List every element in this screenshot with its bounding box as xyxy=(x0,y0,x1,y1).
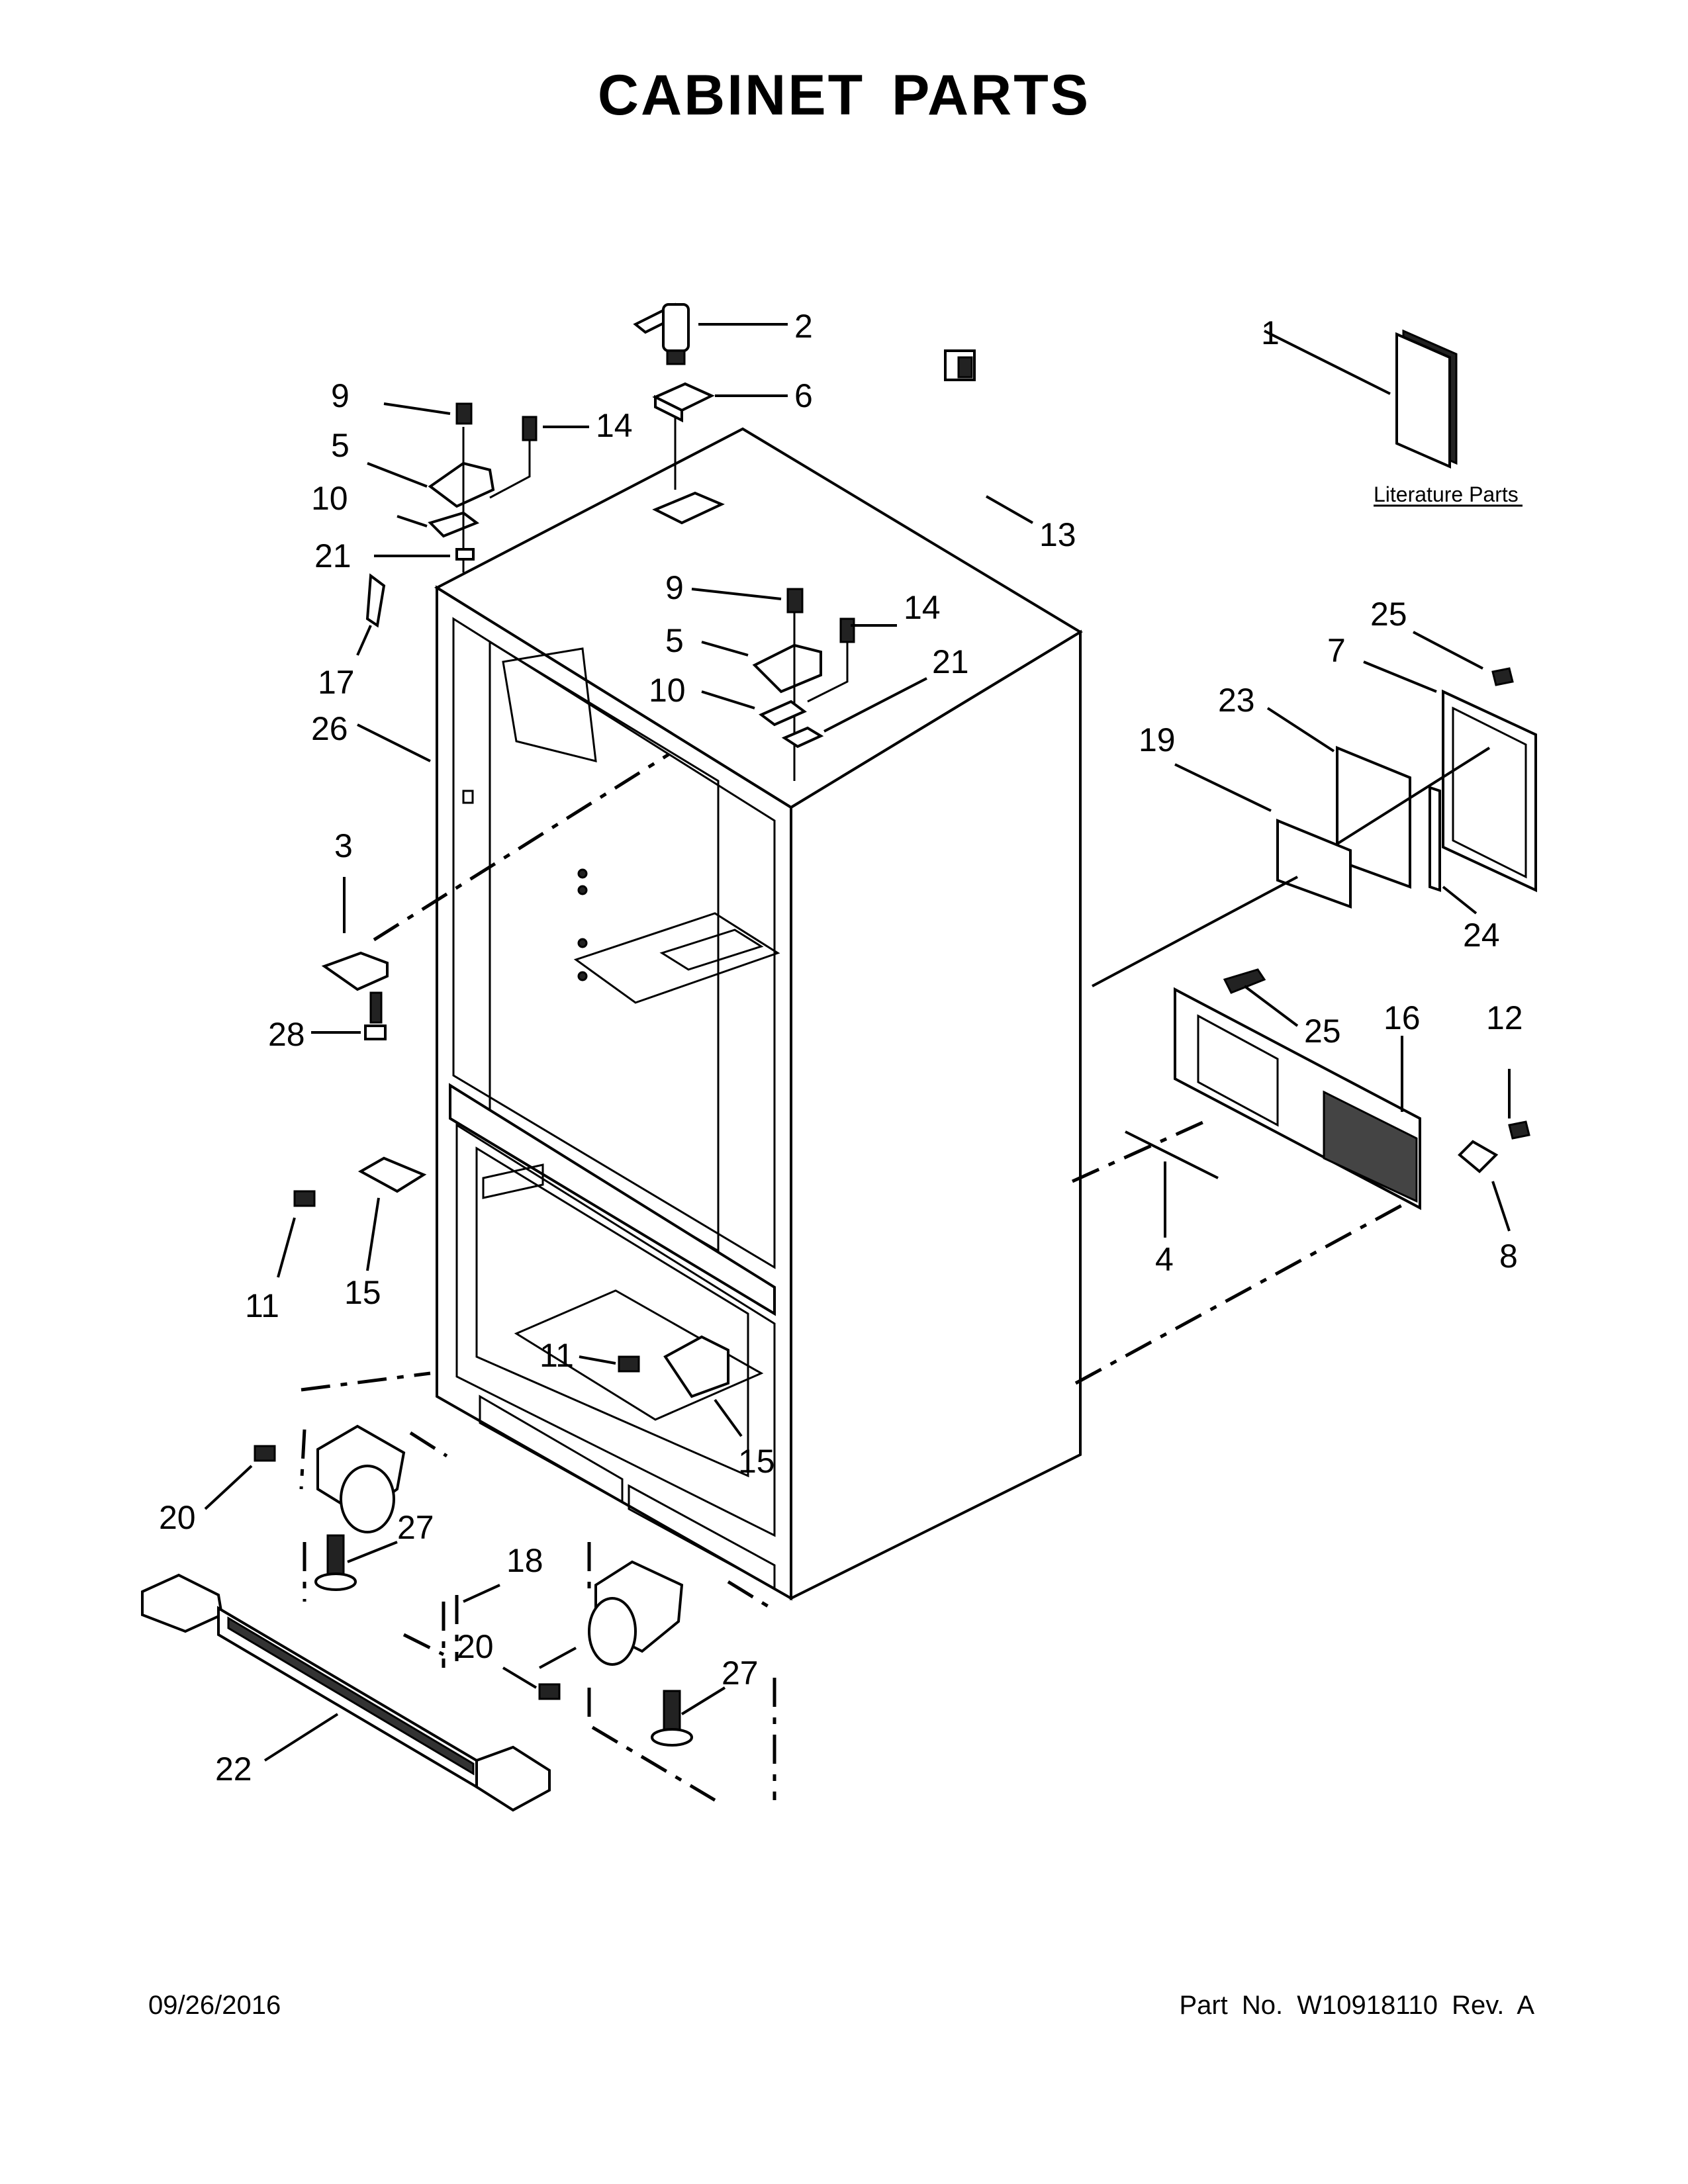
callout-6: 6 xyxy=(794,377,813,414)
callout-9-left: 9 xyxy=(331,377,350,414)
callout-4: 4 xyxy=(1155,1241,1174,1278)
callout-14-left: 14 xyxy=(596,407,633,444)
footer-part-number: Part No. W10918110 Rev. A xyxy=(1179,1991,1534,2020)
callout-11-right: 11 xyxy=(539,1337,574,1374)
callout-22: 22 xyxy=(215,1751,252,1788)
callout-27-left: 27 xyxy=(397,1509,434,1546)
callout-24: 24 xyxy=(1463,917,1500,954)
page-title: CABINET PARTS xyxy=(597,64,1091,127)
callout-26: 26 xyxy=(311,710,348,747)
callout-23: 23 xyxy=(1218,682,1255,719)
callout-21-left: 21 xyxy=(314,537,352,574)
callout-2: 2 xyxy=(794,308,813,345)
callout-5-left: 5 xyxy=(331,427,350,464)
callout-8: 8 xyxy=(1499,1238,1518,1275)
toe-grille xyxy=(141,1573,551,1812)
refrigerator-cabinet xyxy=(434,427,1083,1601)
callout-12: 12 xyxy=(1486,999,1523,1036)
callout-13: 13 xyxy=(1039,516,1076,553)
callout-19: 19 xyxy=(1139,721,1176,758)
callout-1: 1 xyxy=(1261,314,1280,351)
callout-15-right: 15 xyxy=(738,1443,775,1480)
callout-25-bottom: 25 xyxy=(1304,1013,1341,1050)
callout-7: 7 xyxy=(1327,632,1346,669)
callout-20-right: 20 xyxy=(457,1628,494,1665)
callout-18: 18 xyxy=(506,1542,543,1579)
callout-labels: 1 2 6 9 14 5 10 21 13 17 26 9 14 5 10 21… xyxy=(159,308,1523,1788)
callout-16: 16 xyxy=(1383,999,1421,1036)
machine-compartment-cover xyxy=(1125,968,1530,1210)
callout-10-right: 10 xyxy=(649,672,686,709)
literature-parts-label: Literature Parts xyxy=(1374,482,1519,506)
callout-9-right: 9 xyxy=(665,569,684,606)
callout-15-left: 15 xyxy=(344,1274,381,1311)
assembly-lines xyxy=(299,752,1405,1802)
callout-3: 3 xyxy=(334,827,353,864)
callout-25-top: 25 xyxy=(1370,596,1407,633)
top-hinge-assemblies xyxy=(365,302,976,781)
callout-17: 17 xyxy=(318,664,355,701)
lower-hinge-brackets xyxy=(254,951,729,1747)
callout-14-right: 14 xyxy=(904,589,941,626)
callout-5-right: 5 xyxy=(665,622,684,659)
callout-11-left: 11 xyxy=(245,1287,279,1324)
leader-arrows xyxy=(204,323,1511,1762)
callout-27-right: 27 xyxy=(722,1655,759,1692)
callout-10-left: 10 xyxy=(311,480,348,517)
callout-28: 28 xyxy=(268,1016,305,1053)
footer-date: 09/26/2016 xyxy=(148,1991,281,2020)
rear-access-panels xyxy=(1092,667,1537,987)
callout-21-right: 21 xyxy=(932,643,969,680)
literature-book-icon xyxy=(1395,329,1458,469)
callout-20-left: 20 xyxy=(159,1499,196,1536)
